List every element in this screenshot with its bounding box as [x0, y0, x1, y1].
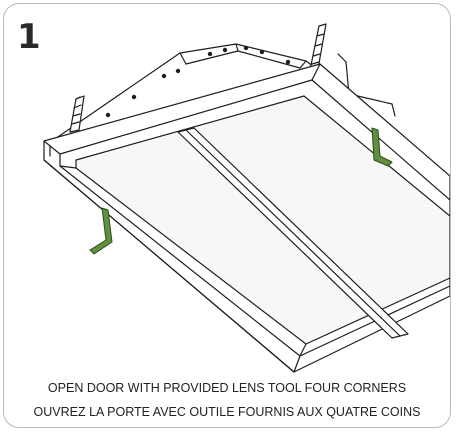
lens-tool-right [371, 127, 393, 167]
step-number: 1 [17, 17, 41, 57]
caption-french: OUVREZ LA PORTE AVEC OUTILE FOURNIS AUX … [33, 405, 421, 419]
mounting-bracket-right [309, 23, 327, 71]
caption-english: OPEN DOOR WITH PROVIDED LENS TOOL FOUR C… [47, 381, 407, 395]
mounting-bracket-left [69, 95, 85, 133]
fixture-drawing [43, 23, 450, 373]
center-divider [177, 127, 409, 339]
lens-tool-left [89, 207, 113, 255]
instruction-panel: 1 [3, 3, 451, 428]
